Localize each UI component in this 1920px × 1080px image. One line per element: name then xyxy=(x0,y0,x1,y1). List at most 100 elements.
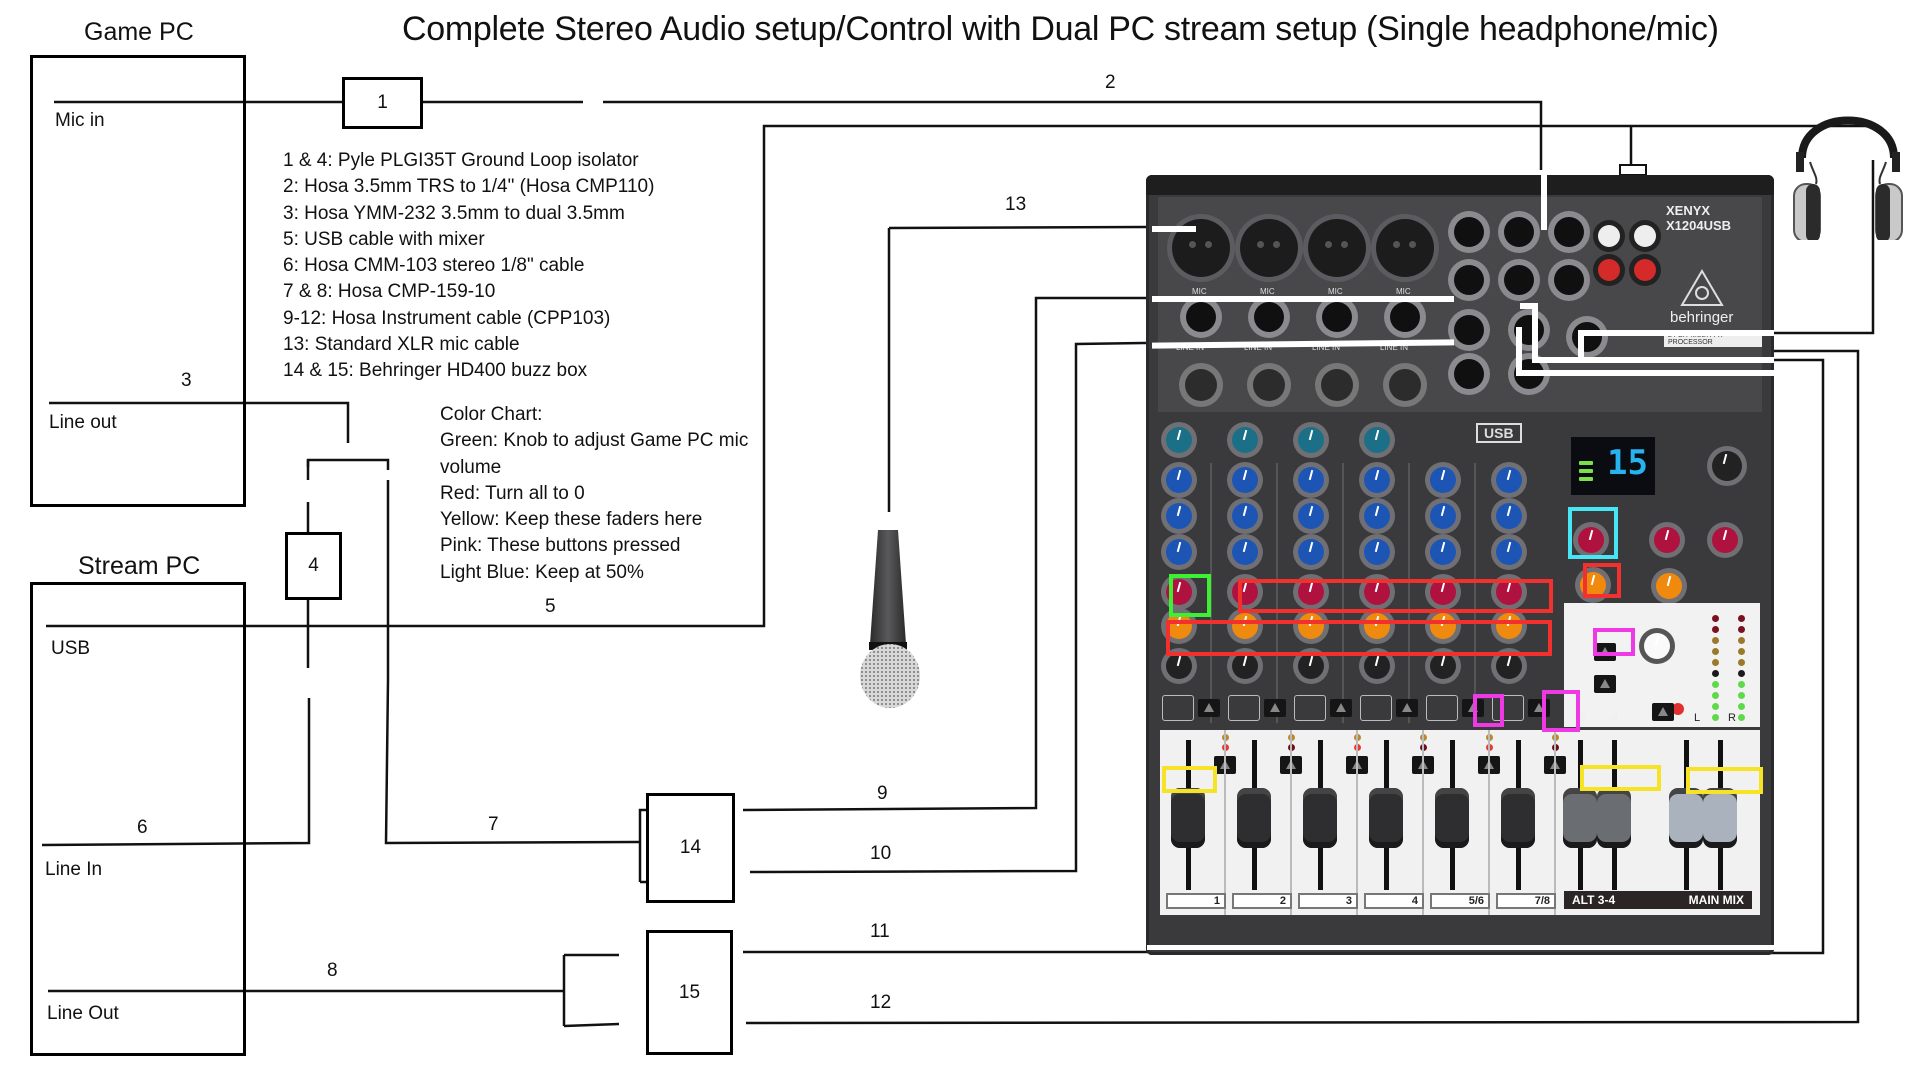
wire-cable-5 xyxy=(46,124,1871,628)
fx-footswitch-jack[interactable] xyxy=(1572,322,1602,352)
fader-ch7-8[interactable] xyxy=(1501,788,1535,848)
mixer-model: XENYX X1204USB xyxy=(1666,203,1732,233)
rca-output-l[interactable] xyxy=(1634,225,1656,247)
fader-ch1[interactable] xyxy=(1171,788,1205,848)
eq-mid-knob-ch1[interactable] xyxy=(1166,503,1192,529)
comp-knob-ch1[interactable] xyxy=(1166,427,1192,453)
fx-send-knob-ch3[interactable] xyxy=(1298,613,1324,639)
fader-ch2[interactable] xyxy=(1237,788,1271,848)
eq-high-knob-ch4[interactable] xyxy=(1364,467,1390,493)
rca-input-l[interactable] xyxy=(1598,225,1620,247)
fader-main-l[interactable] xyxy=(1669,788,1703,848)
channel-divider xyxy=(1342,463,1344,723)
eq-low-knob-ch2[interactable] xyxy=(1232,539,1258,565)
comp-knob-ch4[interactable] xyxy=(1364,427,1390,453)
cable-label-13: 13 xyxy=(1005,194,1027,215)
line-in-5-jack[interactable] xyxy=(1454,315,1484,345)
game-pc-title: Game PC xyxy=(84,18,194,46)
fx-send-knob-ch4[interactable] xyxy=(1364,613,1390,639)
eq-low-knob-ch3[interactable] xyxy=(1298,539,1324,565)
fx-send-knob-ch2[interactable] xyxy=(1232,613,1258,639)
mute-alt-button-ch4[interactable] xyxy=(1396,699,1418,717)
meter-mode-button[interactable] xyxy=(1652,703,1674,721)
mute-alt-button-ch3[interactable] xyxy=(1330,699,1352,717)
eq-high-knob-ch6[interactable] xyxy=(1496,467,1522,493)
aux-send-knob-ch2[interactable] xyxy=(1232,579,1258,605)
fader-ch5-6[interactable] xyxy=(1435,788,1469,848)
stereo-aux-return-2-knob[interactable] xyxy=(1712,527,1738,553)
meter-led xyxy=(1738,681,1745,688)
eq-low-knob-ch4[interactable] xyxy=(1364,539,1390,565)
fader-ch3[interactable] xyxy=(1303,788,1337,848)
pan-knob-ch5[interactable] xyxy=(1430,653,1456,679)
gain-knob-4[interactable] xyxy=(1389,369,1421,401)
pan-knob-ch4[interactable] xyxy=(1364,653,1390,679)
stereo-aux-return-1-knob[interactable] xyxy=(1654,527,1680,553)
line-in-jack-2[interactable] xyxy=(1254,302,1284,332)
right-jack[interactable] xyxy=(1504,217,1534,247)
color-chart-pink: Pink: These buttons pressed xyxy=(440,535,681,557)
program-parameter-knob[interactable] xyxy=(1712,451,1742,481)
aux-return-r-jack[interactable] xyxy=(1504,265,1534,295)
eq-mid-knob-ch5[interactable] xyxy=(1430,503,1456,529)
mute-alt-button-ch1[interactable] xyxy=(1198,699,1220,717)
xlr-input-2[interactable] xyxy=(1240,219,1298,277)
phones-jack[interactable] xyxy=(1554,217,1584,247)
fader-ch4[interactable] xyxy=(1369,788,1403,848)
eq-low-knob-ch1[interactable] xyxy=(1166,539,1192,565)
xlr-input-3[interactable] xyxy=(1308,219,1366,277)
left-mono-jack[interactable] xyxy=(1454,217,1484,247)
eq-mid-knob-ch4[interactable] xyxy=(1364,503,1390,529)
line-in-6-jack[interactable] xyxy=(1454,359,1484,389)
fx-send-knob-ch1[interactable] xyxy=(1166,613,1192,639)
gain-knob-2[interactable] xyxy=(1253,369,1285,401)
source-main-mix-button[interactable] xyxy=(1594,675,1616,693)
line-in-jack-1[interactable] xyxy=(1186,302,1216,332)
aux-send-knob-ch3[interactable] xyxy=(1298,579,1324,605)
pan-knob-ch3[interactable] xyxy=(1298,653,1324,679)
alt-3-4-label: ALT 3-4 xyxy=(1572,893,1616,907)
fx-send-knob-ch5[interactable] xyxy=(1430,613,1456,639)
aux-send-knob-ch4[interactable] xyxy=(1364,579,1390,605)
aux-send-knob-ch6[interactable] xyxy=(1496,579,1522,605)
eq-high-knob-ch2[interactable] xyxy=(1232,467,1258,493)
gain-knob-1[interactable] xyxy=(1185,369,1217,401)
eq-mid-knob-ch3[interactable] xyxy=(1298,503,1324,529)
rca-input-r[interactable] xyxy=(1598,259,1620,281)
comp-knob-ch2[interactable] xyxy=(1232,427,1258,453)
stream-pc-title: Stream PC xyxy=(78,552,201,580)
line-in-jack-4[interactable] xyxy=(1390,302,1420,332)
aux-send-knob-ch5[interactable] xyxy=(1430,579,1456,605)
cable-label-6: 6 xyxy=(137,817,148,838)
fader-main-r[interactable] xyxy=(1703,788,1737,848)
pan-knob-ch1[interactable] xyxy=(1166,653,1192,679)
rca-output-r[interactable] xyxy=(1634,259,1656,281)
cable-label-8: 8 xyxy=(327,960,338,981)
fx-return-knob[interactable] xyxy=(1656,573,1682,599)
alt-3-label: 3 xyxy=(1580,712,1587,724)
line-in-jack-3[interactable] xyxy=(1322,302,1352,332)
comp-knob-ch3[interactable] xyxy=(1298,427,1324,453)
phones-ctrl-rm-knob[interactable] xyxy=(1644,633,1670,659)
fader-alt-3[interactable] xyxy=(1563,788,1597,848)
pan-knob-ch6[interactable] xyxy=(1496,653,1522,679)
eq-mid-knob-ch6[interactable] xyxy=(1496,503,1522,529)
pan-knob-ch2[interactable] xyxy=(1232,653,1258,679)
fx-send-knob-ch6[interactable] xyxy=(1496,613,1522,639)
fader-alt-4[interactable] xyxy=(1597,788,1631,848)
eq-high-knob-ch1[interactable] xyxy=(1166,467,1192,493)
wire-stub-11b xyxy=(1532,303,1538,363)
channel-divider xyxy=(1210,463,1212,723)
gain-knob-3[interactable] xyxy=(1321,369,1353,401)
aux-send-jack[interactable] xyxy=(1554,265,1584,295)
aux-send-master-knob[interactable] xyxy=(1578,527,1604,553)
parts-list-item: 3: Hosa YMM-232 3.5mm to dual 3.5mm xyxy=(283,202,625,224)
eq-mid-knob-ch2[interactable] xyxy=(1232,503,1258,529)
eq-low-knob-ch5[interactable] xyxy=(1430,539,1456,565)
aux-return-l-jack[interactable] xyxy=(1454,265,1484,295)
eq-high-knob-ch5[interactable] xyxy=(1430,467,1456,493)
eq-low-knob-ch6[interactable] xyxy=(1496,539,1522,565)
mute-alt-button-ch2[interactable] xyxy=(1264,699,1286,717)
eq-high-knob-ch3[interactable] xyxy=(1298,467,1324,493)
xlr-input-4[interactable] xyxy=(1376,219,1434,277)
